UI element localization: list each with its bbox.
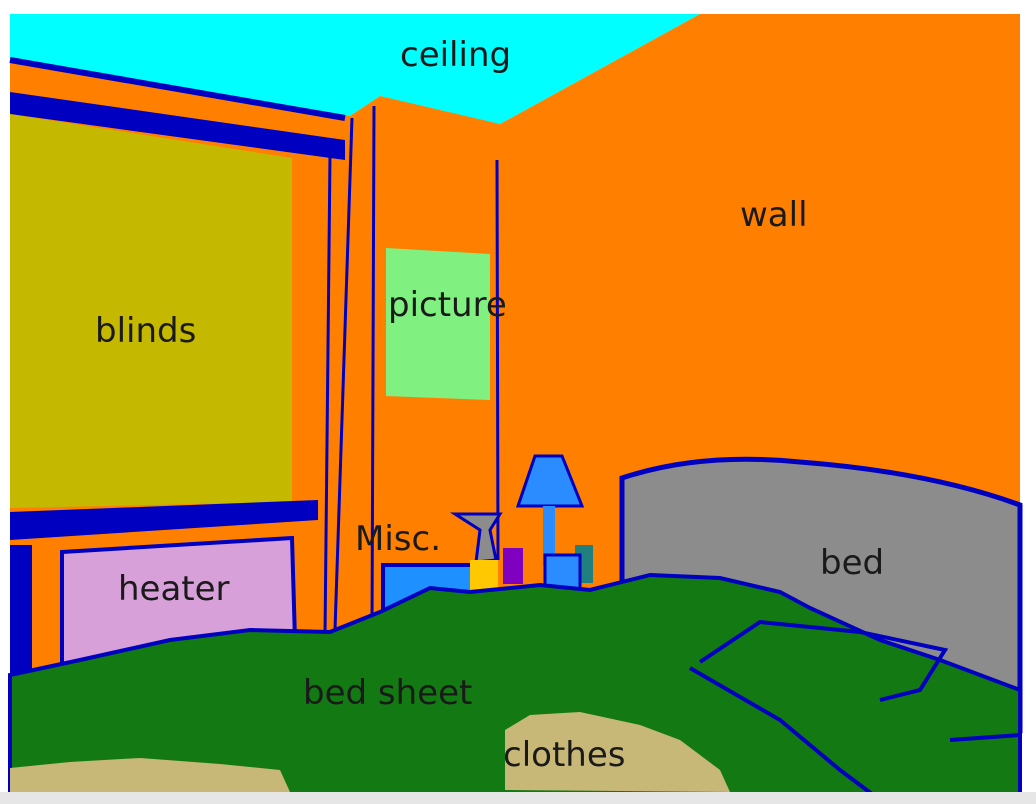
region-misc-purple (503, 548, 523, 584)
region-clothes-left (10, 758, 290, 792)
region-picture (386, 248, 490, 400)
region-lamp-stem (543, 506, 555, 566)
region-bed-sheet (8, 572, 1022, 802)
region-clothes-center (505, 712, 730, 792)
label-heater: heater (118, 569, 230, 609)
pillar-line-left (333, 117, 354, 631)
label-ceiling: ceiling (400, 35, 511, 75)
region-blinds (10, 114, 292, 508)
label-bed-sheet: bed sheet (303, 673, 472, 713)
region-lamp-shade (515, 454, 585, 508)
pillar-line-right (495, 159, 500, 561)
region-left-post (10, 545, 32, 675)
pillar-line-mid (370, 105, 376, 631)
label-misc: Misc. (355, 519, 441, 559)
region-ceiling (10, 14, 700, 124)
ceiling-edge-line (9, 57, 346, 121)
bed-sheet-fold-1 (698, 619, 949, 702)
region-window-sill (10, 500, 318, 540)
region-beam-top (10, 92, 345, 160)
bed-sheet-fold-3 (949, 733, 1021, 742)
label-bed: bed (820, 543, 884, 583)
frame-bottom-strip (0, 792, 1036, 804)
label-clothes: clothes (503, 735, 625, 775)
label-wall: wall (740, 195, 808, 235)
window-frame-line (323, 154, 332, 636)
label-picture: picture (388, 285, 507, 325)
label-blinds: blinds (95, 311, 196, 351)
bed-sheet-fold-2 (688, 666, 882, 802)
